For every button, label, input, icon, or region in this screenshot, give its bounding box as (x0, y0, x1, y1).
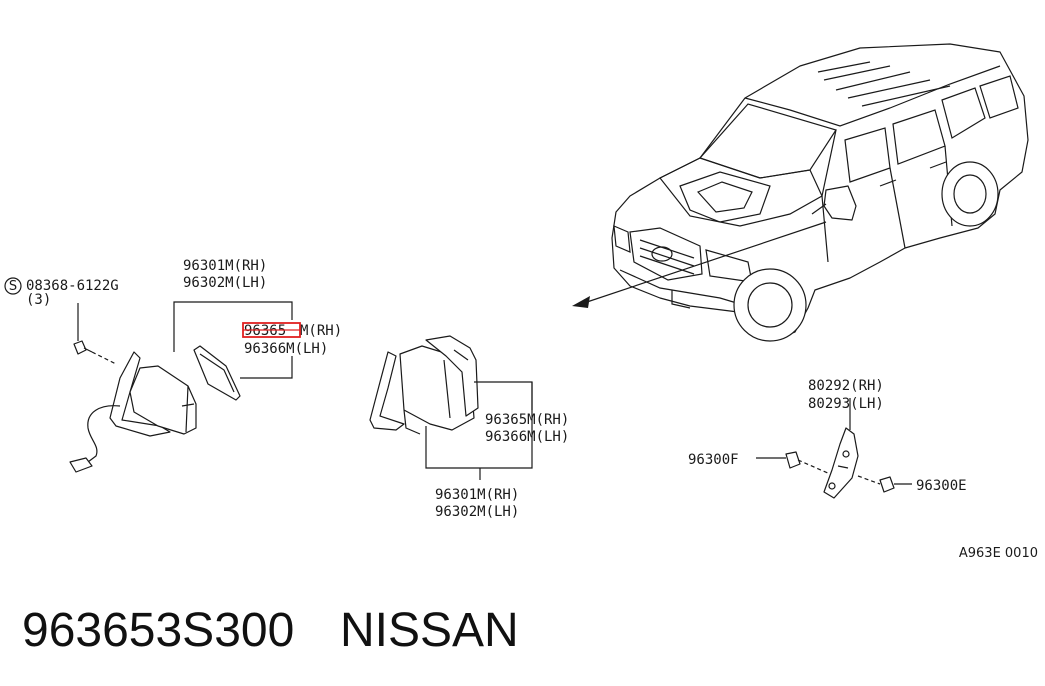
bolt-symbol: S (9, 279, 17, 294)
bracket-rh-label: 80292(RH) (808, 378, 884, 394)
bolt-part-number: 08368-6122G (26, 278, 119, 294)
bracket-lh-label: 80293(LH) (808, 396, 884, 412)
screw-e-label: 96300E (916, 478, 967, 494)
left-mirror-rh-label: 96301M(RH) (183, 258, 267, 274)
center-mirror-lh-label: 96302M(LH) (435, 504, 519, 520)
bracket-assembly (756, 398, 912, 499)
screw-e-icon (857, 475, 912, 493)
part-number-title: 963653S300 (22, 604, 294, 657)
highlighted-part-number: 96365 (244, 323, 286, 339)
diagram-reference: A963E 0010 (959, 546, 1038, 561)
vehicle-illustration (611, 43, 1029, 342)
brand-title: NISSAN (340, 604, 519, 657)
center-glass-rh-label: 96365M(RH) (485, 412, 569, 428)
left-mirror-lh-label: 96302M(LH) (183, 275, 267, 291)
left-mirror-assembly (69, 301, 293, 473)
left-glass-rh-label: 96365 M(RH) (242, 322, 342, 339)
bolt-label: S 08368-6122G (3) (4, 277, 119, 308)
bolt-icon (73, 303, 117, 365)
left-glass-rh-suffix: M(RH) (300, 323, 342, 339)
screw-f-label: 96300F (688, 452, 739, 468)
left-glass-lh-label: 96366M(LH) (244, 341, 328, 357)
center-mirror-assembly (369, 335, 533, 480)
center-mirror-rh-label: 96301M(RH) (435, 487, 519, 503)
pointer-arrow (572, 221, 827, 308)
screw-f-icon (756, 451, 831, 475)
bolt-quantity: (3) (26, 292, 51, 308)
center-glass-lh-label: 96366M(LH) (485, 429, 569, 445)
